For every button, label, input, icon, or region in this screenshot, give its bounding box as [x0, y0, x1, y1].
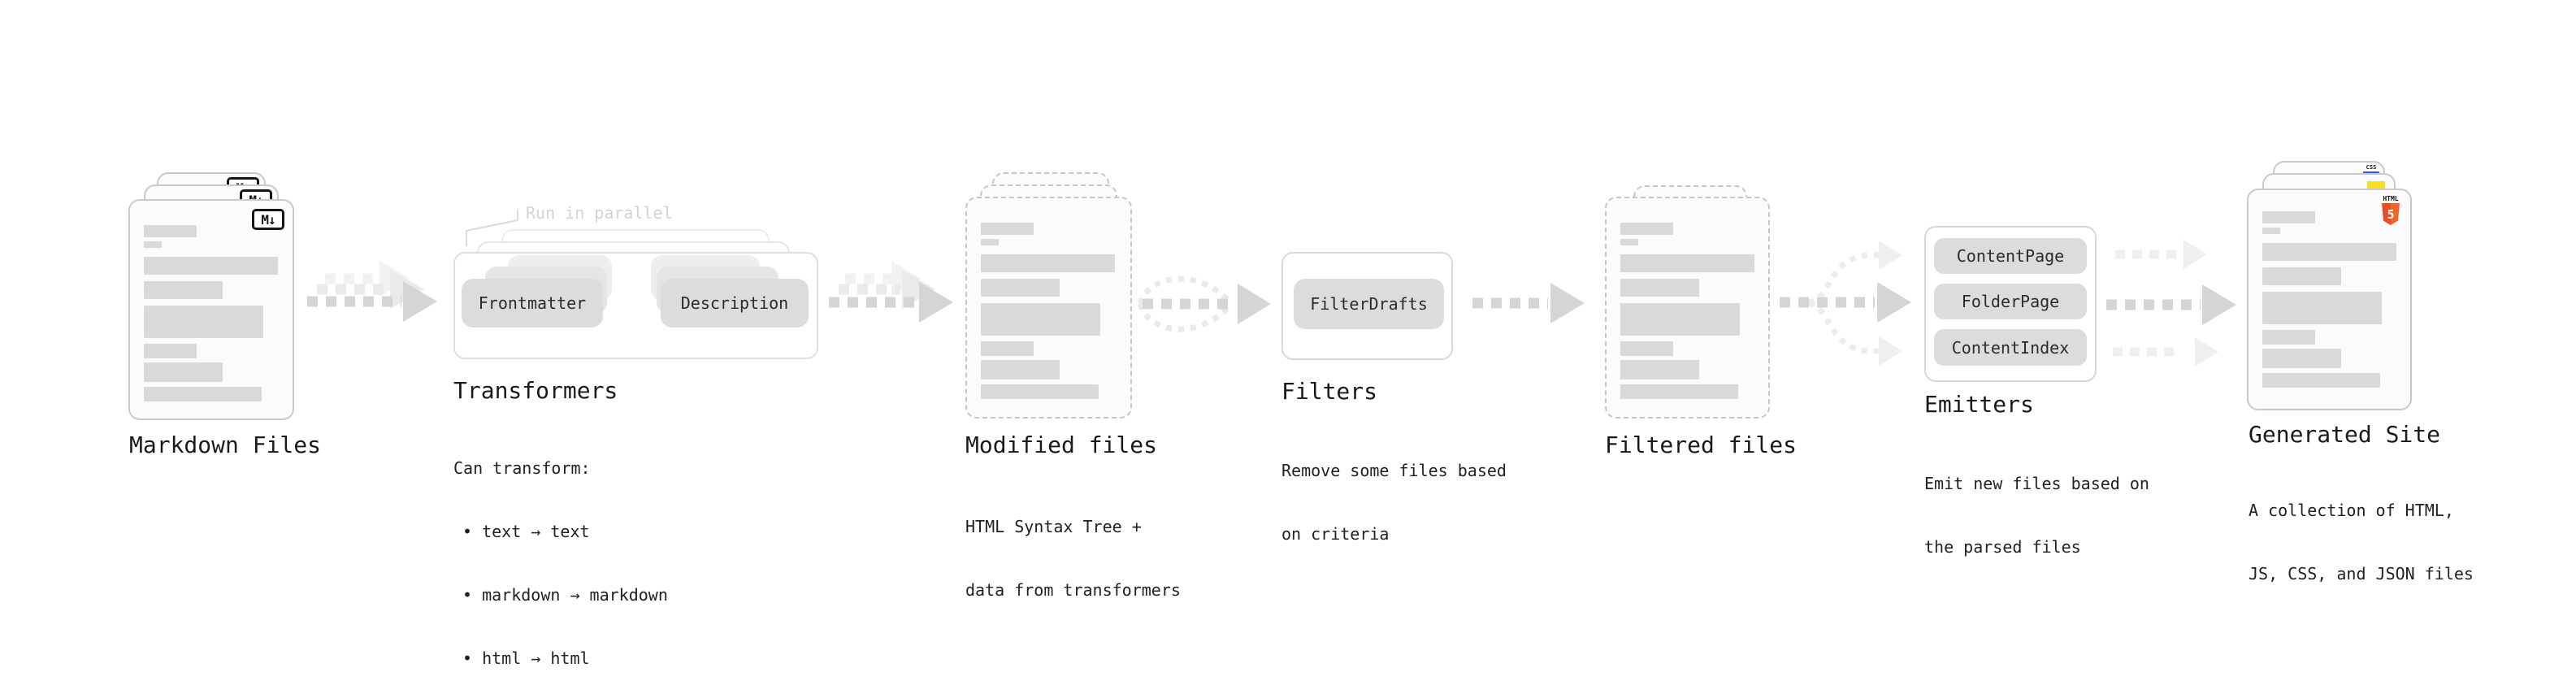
- html5-icon-shield: 5: [2382, 203, 2400, 225]
- html5-icon: HTML 5: [2381, 195, 2400, 225]
- placeholder-bar: [144, 257, 278, 275]
- arrow-emitters-to-generated: [2106, 240, 2236, 367]
- placeholder-bar: [2262, 373, 2380, 388]
- filtered-files-title: Filtered files: [1605, 432, 1798, 458]
- run-in-parallel-annotation: Run in parallel: [526, 203, 673, 223]
- filtered-file-front: [1605, 197, 1770, 419]
- description-line: Can transform:: [453, 458, 591, 478]
- description-line: HTML Syntax Tree +: [965, 517, 1142, 536]
- document-content-placeholder: [2262, 211, 2396, 388]
- placeholder-bar: [144, 387, 262, 401]
- placeholder-bar: [2262, 292, 2382, 324]
- description-line: the parsed files: [1924, 537, 2081, 557]
- html5-icon-caption: HTML: [2383, 195, 2399, 202]
- arrow-filters-to-filtered: [1472, 283, 1585, 323]
- placeholder-bar: [1620, 239, 1638, 245]
- placeholder-bar: [981, 254, 1115, 272]
- generated-file-html: HTML 5: [2247, 189, 2412, 410]
- placeholder-bar: [2262, 349, 2341, 368]
- arrow-markdown-to-transformers: [307, 261, 437, 322]
- description-line: A collection of HTML,: [2249, 501, 2454, 520]
- placeholder-bar: [1620, 279, 1699, 297]
- description-line: Remove some files based: [1281, 461, 1507, 480]
- placeholder-bar: [1620, 303, 1740, 336]
- placeholder-bar: [981, 360, 1060, 380]
- frontmatter-pill: Frontmatter: [462, 279, 603, 327]
- filters-title: Filters: [1281, 378, 1378, 405]
- placeholder-bar: [1620, 360, 1699, 380]
- filters-description: Remove some files based on criteria: [1281, 418, 1507, 587]
- description-line: data from transformers: [965, 580, 1181, 600]
- placeholder-bar: [144, 241, 162, 248]
- document-content-placeholder: [1620, 223, 1754, 399]
- transformers-description: Can transform: • text → text • markdown …: [453, 415, 668, 681]
- placeholder-bar: [981, 341, 1034, 356]
- description-line: • markdown → markdown: [462, 585, 668, 605]
- placeholder-bar: [1620, 384, 1738, 399]
- description-line: • html → html: [462, 648, 590, 668]
- placeholder-bar: [981, 223, 1034, 235]
- folderpage-pill: FolderPage: [1934, 284, 2087, 319]
- document-content-placeholder: [144, 225, 279, 401]
- contentpage-pill: ContentPage: [1934, 238, 2087, 274]
- modified-files-description: HTML Syntax Tree + data from transformer…: [965, 474, 1181, 643]
- modified-files-title: Modified files: [965, 432, 1158, 458]
- placeholder-bar: [1620, 341, 1673, 356]
- placeholder-bar: [981, 239, 999, 245]
- description-line: Emit new files based on: [1924, 474, 2149, 493]
- placeholder-bar: [144, 225, 197, 237]
- description-line: JS, CSS, and JSON files: [2249, 564, 2474, 583]
- placeholder-bar: [981, 384, 1099, 399]
- css-badge-underline: [2363, 171, 2379, 174]
- markdown-icon: M↓: [252, 209, 284, 230]
- placeholder-bar: [2262, 267, 2341, 285]
- markdown-icon-label: M↓: [261, 211, 275, 228]
- transformers-title: Transformers: [453, 377, 618, 404]
- modified-file-front: [965, 197, 1132, 419]
- placeholder-bar: [981, 279, 1060, 297]
- filterdrafts-pill: FilterDrafts: [1294, 279, 1444, 329]
- placeholder-bar: [2262, 243, 2396, 261]
- placeholder-bar: [2262, 211, 2315, 223]
- description-line: on criteria: [1281, 524, 1390, 544]
- document-content-placeholder: [981, 223, 1117, 399]
- placeholder-bar: [1620, 254, 1754, 272]
- emitters-title: Emitters: [1924, 391, 2034, 418]
- markdown-files-title: Markdown Files: [129, 432, 322, 458]
- arrow-filtered-to-emitters: [1780, 241, 1911, 366]
- contentindex-pill: ContentIndex: [1934, 329, 2087, 366]
- arrow-transformers-to-modified: [829, 261, 953, 323]
- css-badge-label: CSS: [2366, 164, 2377, 171]
- generated-site-title: Generated Site: [2249, 421, 2441, 448]
- run-in-parallel-leader-line: [466, 209, 518, 246]
- html5-icon-number: 5: [2387, 206, 2395, 222]
- description-pill: Description: [661, 279, 809, 327]
- placeholder-bar: [981, 303, 1100, 336]
- generated-site-description: A collection of HTML, JS, CSS, and JSON …: [2249, 458, 2474, 627]
- placeholder-bar: [144, 344, 197, 358]
- description-line: • text → text: [462, 522, 590, 541]
- css-badge-icon: CSS: [2363, 165, 2379, 174]
- arrow-modified-to-filters: [1137, 275, 1271, 332]
- placeholder-bar: [144, 362, 223, 382]
- placeholder-bar: [144, 281, 223, 299]
- placeholder-bar: [1620, 223, 1673, 235]
- placeholder-bar: [144, 306, 263, 338]
- markdown-file-front: M↓: [128, 199, 294, 420]
- placeholder-bar: [2262, 330, 2315, 345]
- emitters-description: Emit new files based on the parsed files: [1924, 431, 2149, 600]
- placeholder-bar: [2262, 228, 2280, 234]
